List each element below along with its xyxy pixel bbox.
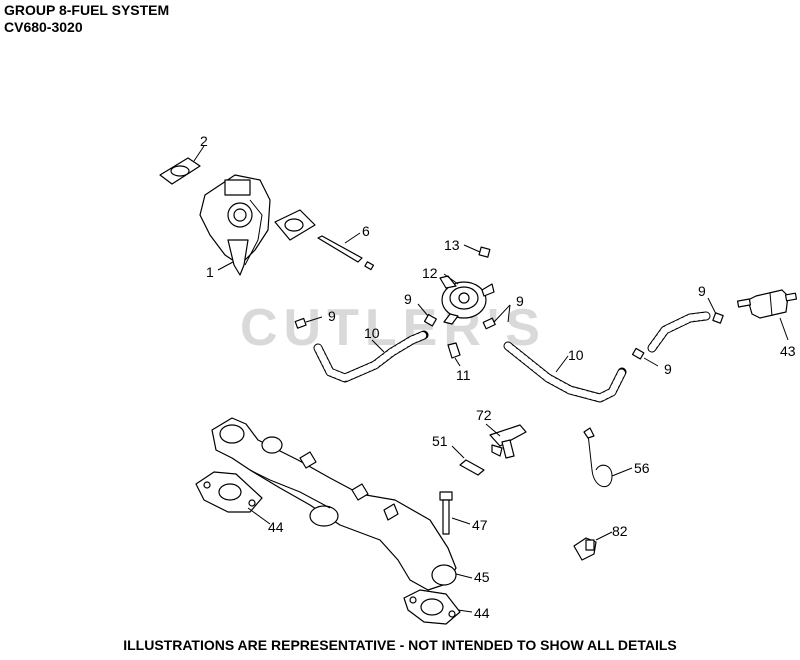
part-1-carburetor [199,174,271,276]
callout-47: 47 [472,517,488,533]
part-10-hose-left [313,330,429,383]
part-11-fitting [447,342,461,359]
callout-2: 2 [200,133,208,149]
model-number: CV680-3020 [4,19,83,35]
part-6-stud [317,235,375,271]
callout-51: 51 [432,433,448,449]
callout-45: 45 [474,569,490,585]
part-9-clamp-a [294,317,307,329]
callout-9-c: 9 [516,293,524,309]
callout-10-b: 10 [568,347,584,363]
callout-12: 12 [422,265,438,281]
callout-10-a: 10 [364,325,380,341]
callout-44-a: 44 [268,519,284,535]
callout-72: 72 [476,407,492,423]
callout-9-e: 9 [664,361,672,377]
part-12-fuel-pump [439,275,495,325]
callout-9-d: 9 [698,283,706,299]
part-10-hose-right [503,341,627,403]
part-13-clip [478,246,491,258]
part-56-cable-tie [583,427,613,487]
callout-11: 11 [456,367,471,383]
part-43-fuel-filter [736,289,798,319]
callout-56: 56 [634,460,650,476]
part-72-t-fitting [489,424,527,459]
part-44-gasket-left [195,471,263,513]
watermark: CUTLER'S [240,299,546,357]
part-44-gasket-right [403,589,461,625]
part-10-hose-top [647,311,711,353]
callout-44-b: 44 [474,605,490,621]
part-45-intake-manifold [211,417,457,591]
disclaimer-footer: ILLUSTRATIONS ARE REPRESENTATIVE - NOT I… [123,637,677,653]
part-9-clamp-c [482,317,496,330]
callout-9-a: 9 [328,308,336,324]
callout-1: 1 [206,264,214,280]
callout-9-b: 9 [404,291,412,307]
callout-82: 82 [612,523,628,539]
callout-6: 6 [362,223,370,239]
flange-gasket [274,209,316,241]
part-51-hose-piece [459,459,485,476]
callout-43: 43 [780,343,796,359]
part-9-clamp-e [631,347,645,360]
page-title: GROUP 8-FUEL SYSTEM [4,2,170,18]
part-9-clamp-b [423,313,437,327]
part-82-clip [573,537,597,561]
part-9-clamp-d [712,312,724,324]
part-2-gasket [159,157,201,185]
callout-13: 13 [444,237,460,253]
part-47-bolt [439,491,453,535]
